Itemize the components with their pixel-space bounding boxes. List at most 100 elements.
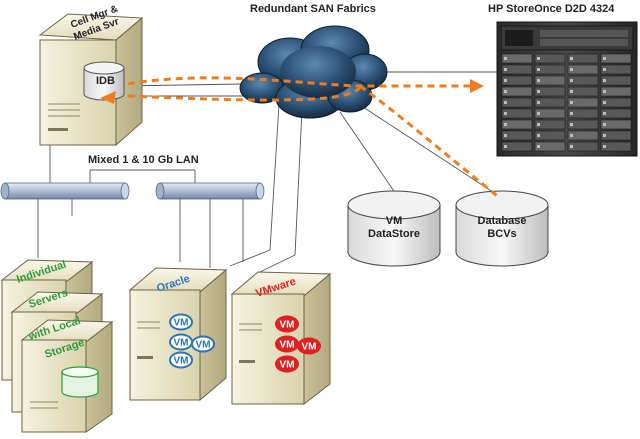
- drive-bay: [534, 119, 566, 130]
- backup-flow-to-storeonce: [127, 76, 470, 88]
- drive-bay: [534, 130, 566, 141]
- vm-datastore-label-line2: DataStore: [368, 228, 420, 240]
- drive-bay-led: [504, 57, 507, 60]
- drive-bay-led: [504, 134, 507, 137]
- drive-bay: [600, 97, 632, 108]
- drive-bay-led: [504, 68, 507, 71]
- drive-bay: [600, 130, 632, 141]
- drive-bay: [534, 53, 566, 64]
- drive-bay: [534, 97, 566, 108]
- drive-bay: [567, 97, 599, 108]
- drive-bay: [501, 53, 533, 64]
- drive-bay-led: [537, 79, 540, 82]
- drive-bay-led: [537, 145, 540, 148]
- drive-bay-led: [603, 79, 606, 82]
- drive-bay: [567, 75, 599, 86]
- flow-arrowhead-left: [100, 91, 116, 104]
- vm-datastore-disk-icon: [347, 190, 441, 267]
- drive-bay: [567, 108, 599, 119]
- drive-bay: [501, 141, 533, 152]
- drive-bay-led: [504, 112, 507, 115]
- drive-bay: [600, 108, 632, 119]
- drive-bay-led: [603, 90, 606, 93]
- vm-datastore-label-line1: VM: [386, 215, 403, 227]
- drive-bay-led: [570, 145, 573, 148]
- drive-bay: [567, 141, 599, 152]
- drive-bay-led: [603, 123, 606, 126]
- drive-bay-led: [570, 112, 573, 115]
- idb-label: IDB: [96, 75, 115, 87]
- lan-label: Mixed 1 & 10 Gb LAN: [88, 154, 199, 166]
- drive-bay: [534, 108, 566, 119]
- drive-bay-led: [603, 101, 606, 104]
- san-fabric-title: Redundant SAN Fabrics: [250, 3, 376, 15]
- drive-bay-led: [603, 145, 606, 148]
- storeonce-rack: [496, 21, 638, 157]
- drive-bay: [501, 86, 533, 97]
- vm-badge-label: VM: [174, 318, 189, 329]
- drive-bay: [501, 97, 533, 108]
- flow-arrowhead-right: [470, 79, 484, 93]
- oracle-vm-badge-2: VM: [169, 333, 193, 351]
- drive-bay-led: [570, 90, 573, 93]
- drive-bay-led: [504, 145, 507, 148]
- vm-badge-label: VM: [280, 340, 295, 351]
- drive-bay: [501, 130, 533, 141]
- drive-bay: [567, 64, 599, 75]
- lan-pipe-left: [0, 182, 130, 200]
- drive-bay: [567, 130, 599, 141]
- oracle-server: [128, 267, 228, 402]
- drive-bay-led: [537, 123, 540, 126]
- database-bcvs-label-line1: Database: [478, 215, 527, 227]
- vm-badge-label: VM: [174, 338, 189, 349]
- database-bcvs-label-line2: BCVs: [487, 228, 516, 240]
- drive-bay: [534, 64, 566, 75]
- vm-badge-label: VM: [174, 356, 189, 367]
- drive-bay: [534, 141, 566, 152]
- drive-bay-led: [504, 79, 507, 82]
- local-storage-disk-icon: [61, 366, 99, 398]
- drive-bay: [600, 53, 632, 64]
- vmware-vm-badge-4: VM: [275, 355, 299, 373]
- vm-badge-label: VM: [196, 340, 211, 351]
- oracle-vm-badge-1: VM: [169, 313, 193, 331]
- drive-bay-led: [603, 68, 606, 71]
- oracle-vm-badge-3: VM: [191, 335, 215, 353]
- drive-bay-led: [570, 57, 573, 60]
- drive-bay-led: [537, 101, 540, 104]
- backup-flow-database-bcvs: [359, 84, 501, 200]
- drive-bay-led: [570, 134, 573, 137]
- data-flow-paths: [127, 76, 501, 200]
- san-cloud-icon: [239, 25, 388, 119]
- drive-bay-led: [537, 112, 540, 115]
- drive-bay-led: [570, 101, 573, 104]
- drive-bay-led: [504, 123, 507, 126]
- cell-manager-server: [38, 13, 144, 147]
- drive-bay: [567, 119, 599, 130]
- drive-bay-led: [603, 134, 606, 137]
- lan-pipe-right: [155, 182, 265, 200]
- vm-badge-label: VM: [280, 360, 295, 371]
- drive-bay: [501, 119, 533, 130]
- drive-bay: [600, 141, 632, 152]
- storeonce-title: HP StoreOnce D2D 4324: [488, 3, 615, 15]
- oracle-vm-badge-4: VM: [169, 351, 193, 369]
- database-bcvs-disk-icon: [455, 190, 549, 267]
- backup-flow-cell-manager: [127, 86, 361, 102]
- drive-bay: [600, 75, 632, 86]
- drive-bay-led: [537, 90, 540, 93]
- vm-badge-label: VM: [280, 320, 295, 331]
- drive-bay-led: [537, 57, 540, 60]
- drive-bay-led: [537, 68, 540, 71]
- drive-bay-led: [570, 79, 573, 82]
- drive-bay: [567, 53, 599, 64]
- vmware-vm-badge-1: VM: [275, 315, 299, 333]
- drive-bay: [534, 75, 566, 86]
- drive-bay: [600, 86, 632, 97]
- drive-bay: [567, 86, 599, 97]
- drive-bay: [501, 75, 533, 86]
- vm-badge-label: VM: [302, 342, 317, 353]
- drive-bay-led: [570, 68, 573, 71]
